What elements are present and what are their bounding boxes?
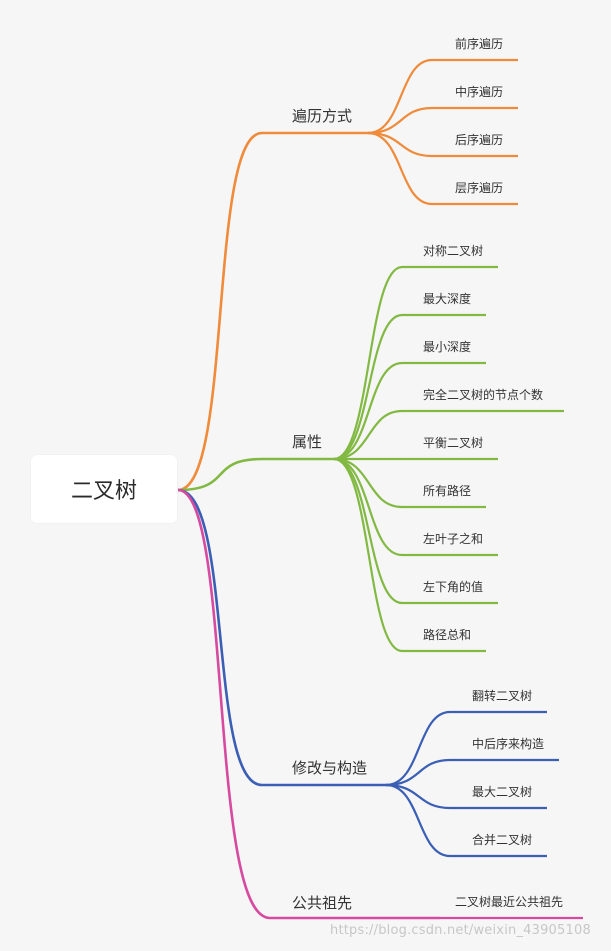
branch-3-label[interactable]: 修改与构造 [292, 759, 367, 777]
root-node-binary-tree[interactable]: 二叉树 [31, 455, 177, 523]
branch-2-child-7-connector [333, 457, 403, 557]
branch-3-child-1-label[interactable]: 翻转二叉树 [472, 688, 532, 703]
branch-1-child-4-connector [367, 131, 433, 206]
branch-1-child-4-label[interactable]: 层序遍历 [455, 180, 503, 195]
branch-1-child-2-label[interactable]: 中序遍历 [455, 84, 503, 99]
branch-4-child-1-label[interactable]: 二叉树最近公共祖先 [455, 894, 563, 909]
branch-2-child-9-label[interactable]: 路径总和 [423, 627, 471, 642]
branch-4-connector [177, 488, 271, 920]
branch-1-child-3-connector [367, 131, 433, 158]
branch-2-child-3-connector [333, 361, 403, 461]
watermark-text: https://blog.csdn.net/weixin_43905108 [330, 923, 591, 938]
branch-3-child-2-label[interactable]: 中后序来构造 [472, 736, 544, 751]
branch-3-child-4-connector [385, 783, 451, 858]
branch-2-child-8-label[interactable]: 左下角的值 [423, 579, 483, 594]
branch-3-child-3-connector [385, 783, 451, 810]
branch-2-child-1-label[interactable]: 对称二叉树 [423, 243, 483, 258]
branch-1-child-1-label[interactable]: 前序遍历 [455, 36, 503, 51]
branch-1-child-1-connector [367, 58, 433, 135]
branch-2-child-1-connector [333, 265, 403, 461]
branch-3-child-1-connector [385, 710, 451, 787]
branch-2-label[interactable]: 属性 [292, 433, 322, 451]
branch-3-connector [177, 488, 263, 787]
branch-1-connector [177, 131, 263, 492]
branch-2-child-6-label[interactable]: 所有路径 [423, 483, 471, 498]
branch-3-child-2-connector [385, 758, 451, 787]
branch-1-child-2-connector [367, 106, 433, 135]
branch-1-child-3-label[interactable]: 后序遍历 [455, 132, 503, 147]
branch-2-connector [177, 457, 263, 492]
root-label: 二叉树 [70, 479, 137, 504]
branch-2-child-4-label[interactable]: 完全二叉树的节点个数 [423, 387, 543, 402]
branch-2-child-2-label[interactable]: 最大深度 [423, 291, 471, 306]
branch-4-label[interactable]: 公共祖先 [292, 894, 352, 912]
branch-2-child-4-connector [333, 409, 403, 461]
branch-2-child-5-label[interactable]: 平衡二叉树 [423, 435, 483, 450]
branch-2-child-3-label[interactable]: 最小深度 [423, 339, 471, 354]
branch-2-child-9-connector [333, 457, 403, 653]
branch-3-child-3-label[interactable]: 最大二叉树 [472, 784, 532, 799]
branch-3-child-4-label[interactable]: 合并二叉树 [472, 832, 532, 847]
branch-2-child-7-label[interactable]: 左叶子之和 [423, 531, 483, 546]
branch-2-child-6-connector [333, 457, 403, 509]
branch-1-label[interactable]: 遍历方式 [292, 107, 352, 125]
branch-2-child-2-connector [333, 313, 403, 461]
